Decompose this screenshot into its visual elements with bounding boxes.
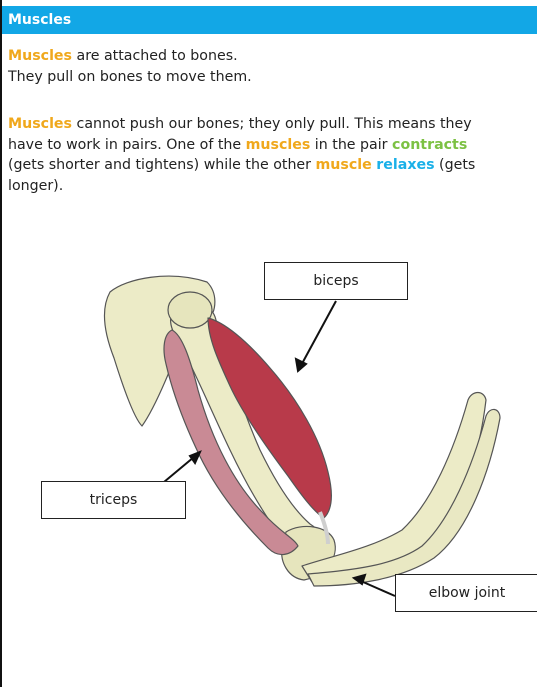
pairs-line-2-text-a: have to work in pairs. One of the (8, 137, 246, 153)
triceps-label: triceps (41, 481, 186, 519)
section-header: Muscles (2, 6, 537, 34)
pairs-line-3-text-b: (gets (435, 157, 476, 173)
humerus-head (168, 292, 212, 328)
pairs-line-2: have to work in pairs. One of the muscle… (8, 135, 537, 156)
keyword-muscles: Muscles (8, 48, 72, 64)
intro-line-2: They pull on bones to move them. (8, 67, 537, 88)
arm-diagram: biceps triceps elbow joint (2, 240, 537, 687)
arm-illustration (2, 240, 537, 687)
intro-line-1: Muscles are attached to bones. (8, 46, 537, 67)
intro-paragraph: Muscles are attached to bones. They pull… (8, 46, 537, 87)
pairs-line-1-text: cannot push our bones; they only pull. T… (72, 116, 472, 132)
keyword-contracts: contracts (392, 137, 467, 153)
section-title: Muscles (8, 12, 71, 28)
keyword-muscles: Muscles (8, 116, 72, 132)
biceps-label-text: biceps (313, 273, 358, 289)
keyword-relaxes: relaxes (376, 157, 434, 173)
pairs-line-3-text-a: (gets shorter and tightens) while the ot… (8, 157, 316, 173)
biceps-arrow (298, 301, 336, 371)
pairs-paragraph: Muscles cannot push our bones; they only… (8, 114, 537, 196)
pairs-line-2-text-b: in the pair (310, 137, 392, 153)
pairs-line-3: (gets shorter and tightens) while the ot… (8, 155, 537, 176)
triceps-arrowhead (190, 452, 200, 463)
keyword-muscle: muscle (316, 157, 372, 173)
keyword-muscles: muscles (246, 137, 311, 153)
elbow-joint-label-text: elbow joint (429, 585, 506, 601)
elbow-joint-label: elbow joint (395, 574, 537, 612)
pairs-line-1: Muscles cannot push our bones; they only… (8, 114, 537, 135)
triceps-label-text: triceps (90, 492, 138, 508)
intro-line-1-text: are attached to bones. (72, 48, 238, 64)
pairs-line-4: longer). (8, 176, 537, 197)
biceps-label: biceps (264, 262, 408, 300)
